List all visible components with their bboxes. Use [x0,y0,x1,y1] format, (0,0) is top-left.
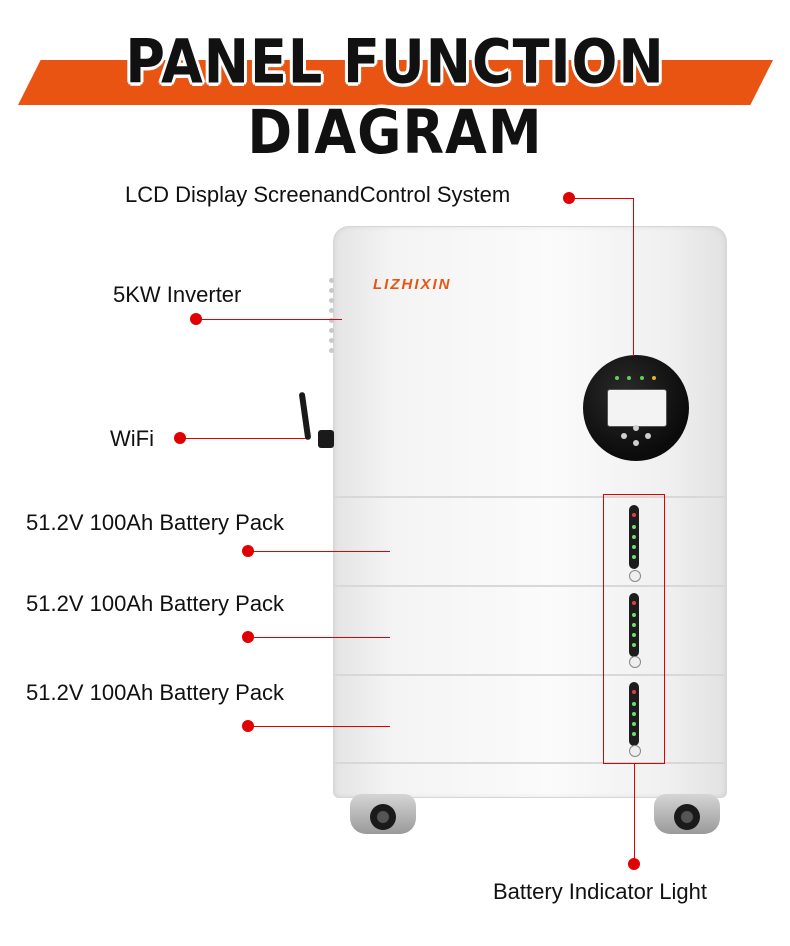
seam-inverter-battery1 [333,496,725,498]
callout-lcd-label: LCD Display ScreenandControl System [125,182,511,207]
battery-switch-icon [629,570,641,582]
status-led-icon [615,376,619,380]
callout-inverter-label: 5KW Inverter [113,282,242,307]
seam-battery3-base [333,762,725,764]
battery-switch-icon [629,656,641,668]
status-led-icon [640,376,644,380]
callout-indicator-dot [628,858,640,870]
callout-battery-pack-3-label: 51.2V 100Ah Battery Pack [26,680,285,705]
callout-battery-pack-2-label: 51.2V 100Ah Battery Pack [26,591,285,616]
callout-battery-pack-1-line [248,551,390,552]
callout-battery-pack-3-line [248,726,390,727]
callout-wifi-label: WiFi [110,426,154,451]
seam-battery2-battery3 [333,674,725,676]
callout-lcd-line [569,198,633,199]
callout-indicator-label: Battery Indicator Light [493,879,708,904]
antenna-base [318,430,334,448]
battery-indicator-strip [629,682,639,746]
vent-holes [329,278,335,358]
callout-inverter-line [196,319,342,320]
brand-logo: LIZHIXIN [373,276,452,293]
control-button-icon [645,433,651,439]
callout-wifi-line [180,438,306,439]
control-button-icon [633,425,639,431]
status-led-icon [652,376,656,380]
control-button-icon [633,440,639,446]
callout-battery-pack-1-label: 51.2V 100Ah Battery Pack [26,510,285,535]
battery-indicator-strip [629,593,639,657]
title-banner [18,60,773,105]
battery-indicator-strip [629,505,639,569]
cabinet-body [333,226,727,798]
control-button-icon [621,433,627,439]
status-led-icon [627,376,631,380]
lcd-screen [607,389,667,427]
callout-indicator-line [634,764,635,864]
caster-wheel-icon [350,794,416,834]
caster-wheel-icon [654,794,720,834]
callout-lcd-line [633,198,634,356]
battery-switch-icon [629,745,641,757]
indicator-highlight-box [603,494,665,764]
wifi-antenna-icon [298,391,312,441]
callout-battery-pack-2-line [248,637,390,638]
seam-battery1-battery2 [333,585,725,587]
page-title: PANEL FUNCTION DIAGRAM [125,26,665,168]
